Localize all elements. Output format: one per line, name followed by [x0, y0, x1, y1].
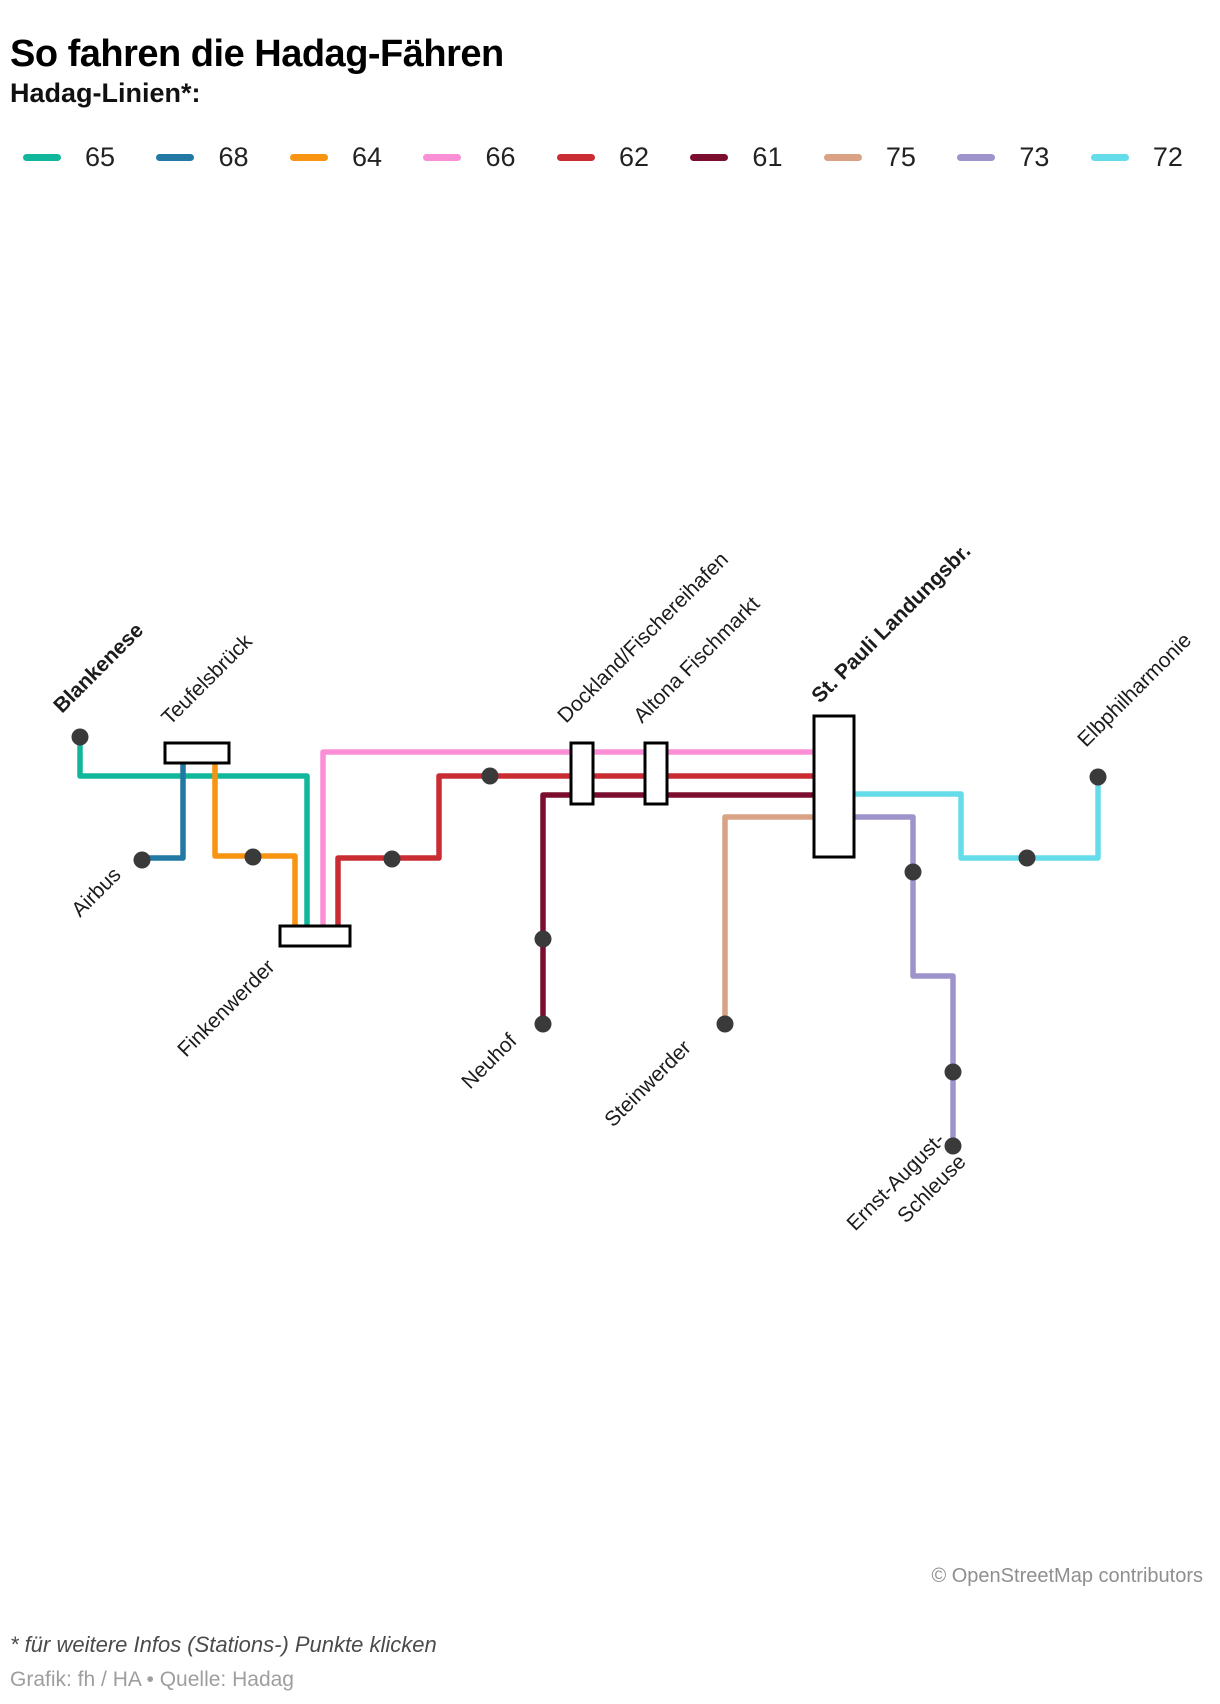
station-dot-stop-line62-a[interactable] [383, 850, 401, 868]
station-box-finkenwerder[interactable] [278, 924, 352, 948]
page-title: So fahren die Hadag-Fähren [10, 33, 504, 76]
legend-label: 65 [85, 142, 116, 172]
legend-item-72: 72 [1090, 142, 1183, 173]
station-label-blankenese: Blankenese [49, 619, 148, 718]
legend-label: 73 [1019, 142, 1050, 172]
station-label-altona: Altona Fischmarkt [629, 592, 764, 727]
ferry-line-64 [212, 763, 298, 926]
ferry-line-68 [145, 763, 186, 861]
ferry-line-61 [540, 792, 814, 1024]
station-dot-blankenese[interactable] [71, 728, 89, 746]
legend-swatch-64 [289, 154, 328, 161]
station-dot-neuhof[interactable] [534, 1015, 552, 1033]
station-label-finkenwerder: Finkenwerder [173, 955, 279, 1061]
legend-item-66: 66 [423, 142, 516, 173]
legend-item-75: 75 [823, 142, 916, 173]
station-label-steinwerder: Steinwerder [600, 1036, 696, 1132]
legend-label: 72 [1152, 142, 1183, 172]
legend-swatch-75 [823, 154, 862, 161]
station-dot-stop-line72[interactable] [1018, 849, 1036, 867]
legend-title: Hadag-Linien*: [10, 78, 201, 108]
ferry-line-65 [77, 737, 310, 926]
legend-swatch-66 [423, 154, 462, 161]
station-box-dockland-fischereihafen[interactable] [569, 741, 595, 806]
legend-swatch-68 [156, 154, 195, 161]
ferry-line-62 [335, 773, 814, 926]
station-label-airbus: Airbus [67, 863, 125, 921]
legend-label: 64 [351, 142, 383, 172]
station-dot-stop-line73-a[interactable] [904, 863, 922, 881]
station-dot-elbphilharmonie[interactable] [1089, 768, 1107, 786]
legend-label: 61 [752, 142, 783, 172]
station-dot-stop-line64[interactable] [244, 848, 262, 866]
legend-swatch-62 [556, 154, 595, 161]
station-label-teufelsbrueck: Teufelsbrück [157, 630, 257, 730]
legend-swatch-65 [23, 154, 61, 161]
station-box-st-pauli-landungsbruecken[interactable] [812, 714, 856, 859]
legend-label: 62 [618, 142, 649, 172]
station-dot-stop-line61[interactable] [534, 930, 552, 948]
ferry-line-75 [722, 814, 814, 1024]
footnote: * für weitere Infos (Stations-) Punkte k… [10, 1632, 437, 1657]
legend-item-68: 68 [156, 142, 249, 173]
legend-swatch-72 [1090, 154, 1129, 161]
station-box-altona-fischmarkt[interactable] [643, 741, 669, 806]
legend-label: 66 [485, 142, 516, 172]
legend-item-64: 64 [289, 142, 383, 173]
station-dot-stop-line73-b[interactable] [944, 1063, 962, 1081]
legend: 65 68 64 66 62 61 75 73 72 [0, 142, 1220, 173]
legend-swatch-73 [957, 154, 996, 161]
legend-swatch-61 [690, 154, 729, 161]
legend-item-65: 65 [23, 142, 115, 173]
legend-item-62: 62 [556, 142, 649, 173]
station-dot-steinwerder[interactable] [716, 1015, 734, 1033]
station-label-neuhof: Neuhof [457, 1029, 521, 1093]
legend-item-73: 73 [957, 142, 1049, 173]
credit-line: Grafik: fh / HA • Quelle: Hadag [10, 1668, 294, 1691]
station-label-elbphilharmonie: Elbphilharmonie [1073, 629, 1196, 752]
legend-label: 75 [885, 142, 916, 172]
station-box-teufelsbrueck[interactable] [163, 741, 231, 765]
station-label-st-pauli: St. Pauli Landungsbr. [807, 539, 975, 707]
map-attribution: © OpenStreetMap contributors [931, 1565, 1203, 1587]
legend-item-61: 61 [690, 142, 782, 173]
ferry-line-73 [854, 814, 956, 1146]
station-dot-airbus[interactable] [133, 851, 151, 869]
legend-label: 68 [218, 142, 249, 172]
station-dot-stop-line62-b[interactable] [481, 767, 499, 785]
ferry-line-72 [854, 777, 1101, 861]
station-dot-ernst-august-schleuse[interactable] [944, 1137, 962, 1155]
